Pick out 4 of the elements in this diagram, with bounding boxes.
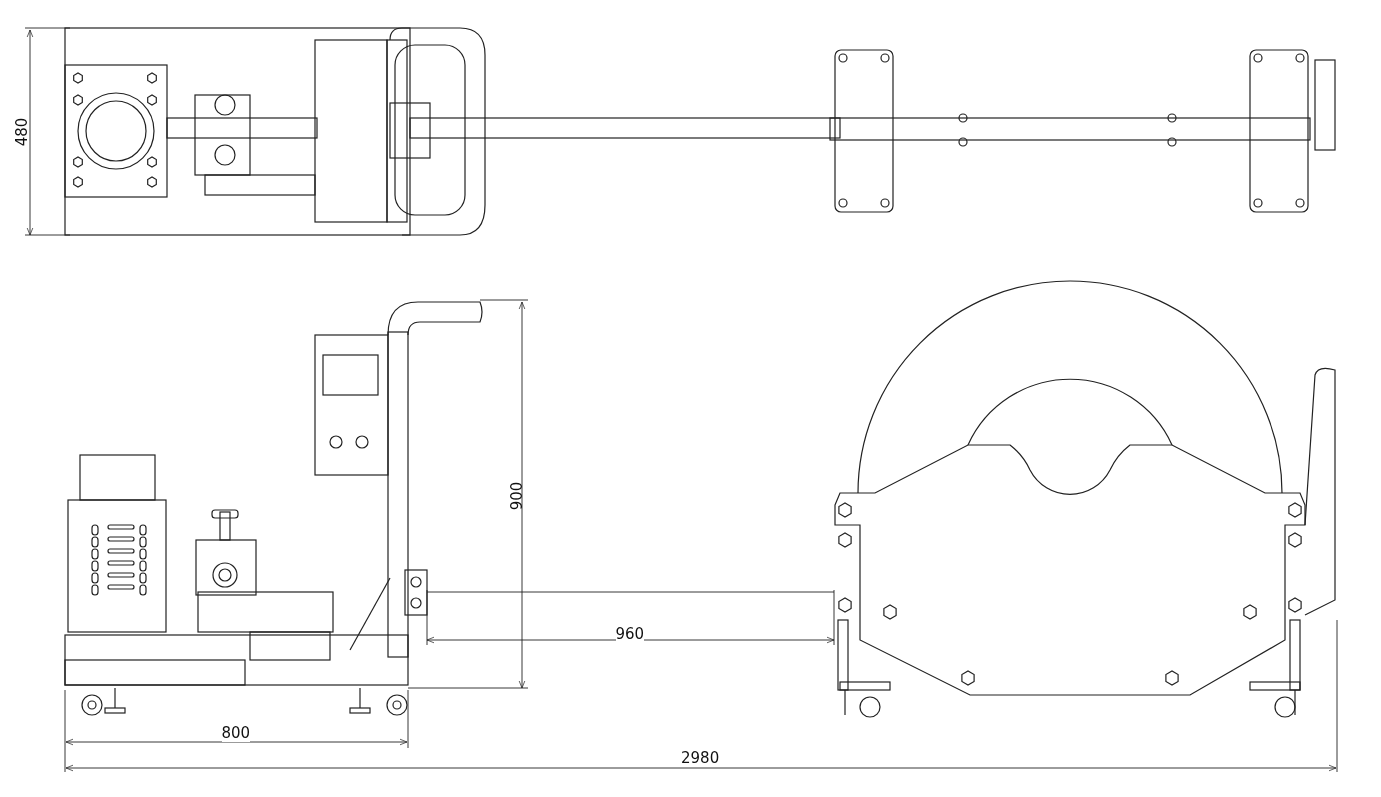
dimension-label: 800 — [221, 724, 251, 742]
dimension-label: 480 — [12, 117, 31, 147]
dimension-label: 900 — [507, 481, 526, 511]
dimension-label: 960 — [615, 625, 645, 643]
